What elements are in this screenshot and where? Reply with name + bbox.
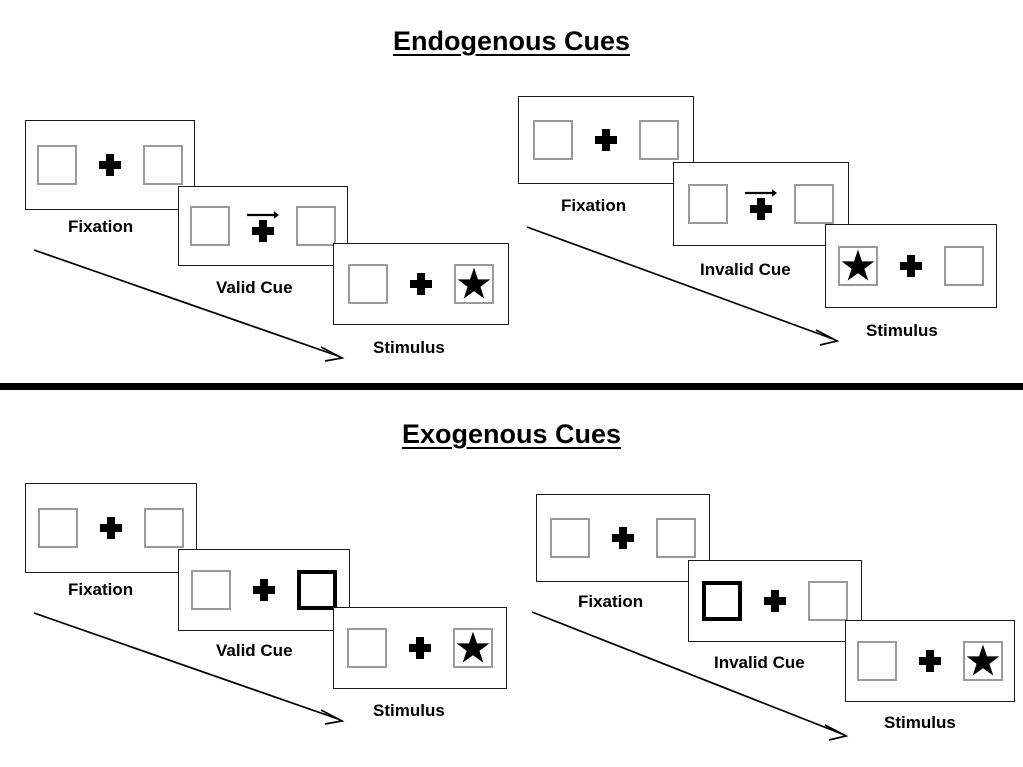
fixation-cross-icon [100, 517, 122, 539]
fixation-centre [728, 188, 794, 220]
target-box-left-cued [702, 581, 742, 621]
caption-endogenous-invalid-stimulus: Stimulus [866, 321, 938, 340]
fixation-centre [230, 210, 296, 242]
fixation-cross-icon [252, 220, 274, 242]
panel-content [26, 484, 196, 572]
fixation-cross-icon [612, 527, 634, 549]
panel-exogenous-invalid-fixation [536, 494, 710, 582]
timeline-arrow-exogenous-valid [33, 612, 345, 725]
fixation-centre [590, 527, 656, 549]
panel-exogenous-valid-fixation [25, 483, 197, 573]
panel-content [537, 495, 709, 581]
star-target-icon [841, 249, 875, 281]
panel-content [334, 244, 508, 324]
target-box-left [533, 120, 573, 160]
caption-exogenous-valid-fixation: Fixation [68, 580, 134, 599]
target-box-left [347, 628, 387, 668]
target-box-left [688, 184, 728, 224]
star-target-icon [457, 267, 491, 299]
caption-endogenous-valid-fixation: Fixation [68, 217, 134, 236]
panel-exogenous-invalid-stimulus [845, 620, 1015, 702]
panel-content [334, 608, 506, 688]
caption-exogenous-valid-stimulus: Stimulus [373, 701, 445, 720]
star-target-icon [966, 644, 1000, 676]
arrow-right-cue-icon [745, 189, 777, 197]
caption-endogenous-valid-stimulus: Stimulus [373, 338, 445, 357]
fixation-cross-icon [409, 637, 431, 659]
panel-content [846, 621, 1014, 701]
fixation-cross-icon [764, 590, 786, 612]
target-box-left [190, 206, 230, 246]
panel-content [826, 225, 996, 307]
timeline-arrow-endogenous-valid [33, 249, 345, 362]
target-box-right [454, 264, 494, 304]
caption-endogenous-invalid-cue: Invalid Cue [700, 260, 791, 279]
target-box-left [857, 641, 897, 681]
target-box-left [191, 570, 231, 610]
panel-endogenous-valid-fixation [25, 120, 195, 210]
fixation-centre [897, 650, 963, 672]
panel-endogenous-invalid-stimulus [825, 224, 997, 308]
panel-endogenous-valid-stimulus [333, 243, 509, 325]
target-box-left [37, 145, 77, 185]
target-box-right-cued [297, 570, 337, 610]
fixation-cross-icon [99, 154, 121, 176]
target-box-left [348, 264, 388, 304]
timeline-arrow-exogenous-invalid [531, 611, 849, 741]
target-box-left [550, 518, 590, 558]
panel-content [519, 97, 693, 183]
panel-content [674, 163, 848, 245]
caption-exogenous-invalid-fixation: Fixation [578, 592, 644, 611]
target-box-right [963, 641, 1003, 681]
panel-content [689, 561, 861, 641]
star-target-icon [456, 631, 490, 663]
fixation-cross-icon [410, 273, 432, 295]
section-title-endogenous: Endogenous Cues [392, 26, 630, 56]
section-divider [0, 383, 1023, 390]
target-box-right [639, 120, 679, 160]
target-box-right [144, 508, 184, 548]
panel-exogenous-valid-cue [178, 549, 350, 631]
panel-endogenous-invalid-fixation [518, 96, 694, 184]
arrow-right-cue-icon [247, 211, 279, 219]
target-box-right [944, 246, 984, 286]
fixation-cross-icon [750, 198, 772, 220]
panel-content [179, 550, 349, 630]
target-box-right [143, 145, 183, 185]
caption-exogenous-invalid-stimulus: Stimulus [884, 713, 956, 732]
target-box-right [296, 206, 336, 246]
fixation-cross-icon [253, 579, 275, 601]
target-box-right [656, 518, 696, 558]
fixation-centre [77, 154, 143, 176]
fixation-cross-icon [595, 129, 617, 151]
caption-exogenous-invalid-cue: Invalid Cue [714, 653, 805, 672]
panel-endogenous-valid-cue [178, 186, 348, 266]
target-box-left [38, 508, 78, 548]
target-box-left [838, 246, 878, 286]
fixation-centre [742, 590, 808, 612]
panel-content [179, 187, 347, 265]
panel-endogenous-invalid-cue [673, 162, 849, 246]
fixation-cross-icon [900, 255, 922, 277]
caption-endogenous-invalid-fixation: Fixation [561, 196, 627, 215]
target-box-right [794, 184, 834, 224]
caption-endogenous-valid-cue: Valid Cue [216, 278, 293, 297]
timeline-arrow-endogenous-invalid [526, 226, 840, 346]
caption-exogenous-valid-cue: Valid Cue [216, 641, 293, 660]
fixation-cross-icon [919, 650, 941, 672]
panel-exogenous-valid-stimulus [333, 607, 507, 689]
target-box-right [808, 581, 848, 621]
fixation-centre [388, 273, 454, 295]
fixation-centre [387, 637, 453, 659]
fixation-centre [231, 579, 297, 601]
panel-exogenous-invalid-cue [688, 560, 862, 642]
fixation-centre [878, 255, 944, 277]
fixation-centre [78, 517, 144, 539]
section-title-exogenous: Exogenous Cues [401, 419, 622, 449]
panel-content [26, 121, 194, 209]
fixation-centre [573, 129, 639, 151]
target-box-right [453, 628, 493, 668]
